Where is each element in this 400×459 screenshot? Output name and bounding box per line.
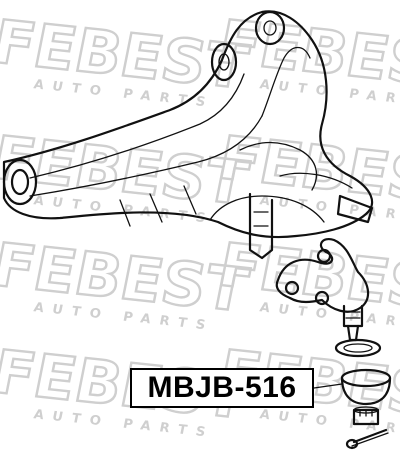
watermark-row-4: FEBEST AUTO PARTS: [219, 122, 400, 227]
dust-boot: [340, 368, 392, 406]
part-number-text: MBJB-516: [147, 371, 297, 404]
watermark-row-1: FEBEST AUTO PARTS: [0, 6, 252, 111]
watermark-row-5: FEBEST AUTO PARTS: [0, 229, 252, 334]
dust-boot: [334, 338, 382, 358]
part-number-label: MBJB-516: [130, 368, 314, 408]
ball-joint: [275, 238, 370, 342]
leader-line: [313, 383, 343, 389]
castle-nut: [352, 406, 380, 426]
bushing: [254, 10, 286, 46]
watermark-row-2: FEBEST AUTO PARTS: [219, 6, 400, 111]
cotter-pin: [345, 428, 389, 450]
watermark-row-6: FEBEST AUTO PARTS: [219, 229, 400, 334]
bushing: [2, 158, 38, 206]
control-arm: [2, 10, 374, 260]
bushing: [210, 42, 238, 82]
